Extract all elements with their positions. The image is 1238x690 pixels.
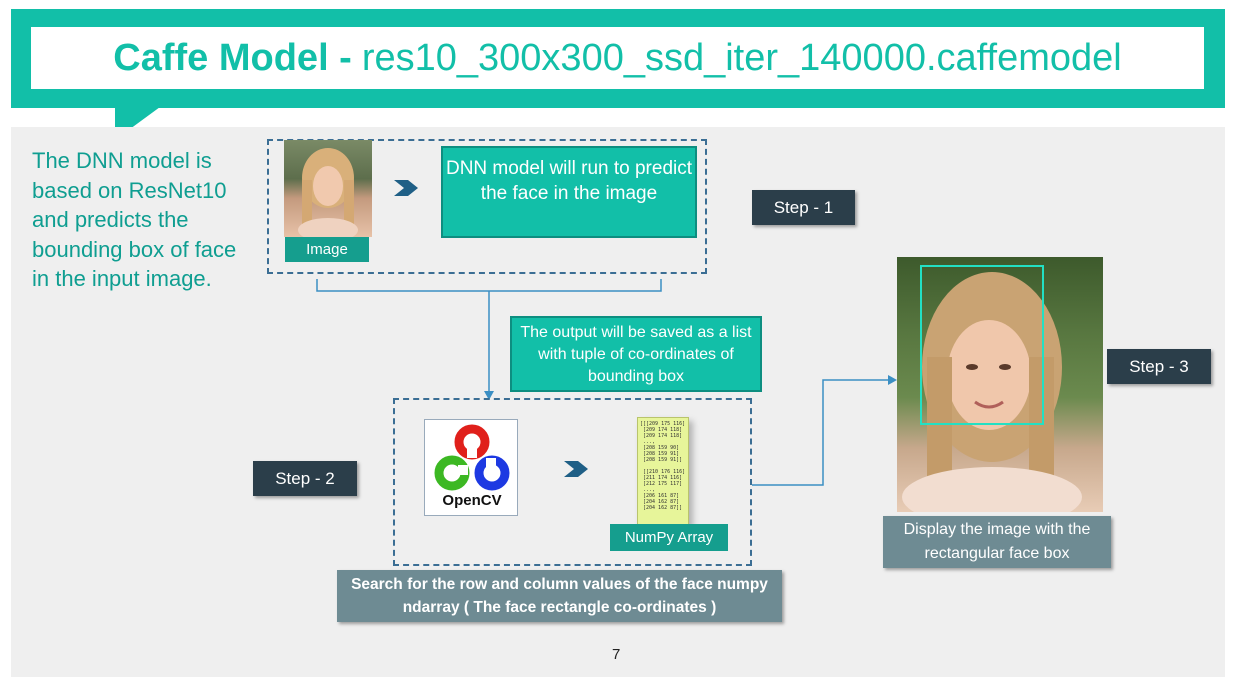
title-model-name: res10_300x300_ssd_iter_140000.caffemodel [361,36,1122,79]
numpy-line: ..., [640,487,656,493]
step1-group [267,139,707,274]
step2-group [393,398,752,566]
display-description-box: Display the image with the rectangular f… [883,516,1111,568]
output-description-box: The output will be saved as a list with … [510,316,762,392]
numpy-line: [208 159 91] [640,451,680,457]
slide-title: Caffe Model - res10_300x300_ssd_iter_140… [31,27,1204,89]
numpy-line: [[[209 175 116] [640,421,686,427]
input-face-image [284,140,372,237]
face-bounding-box [920,265,1044,425]
dnn-run-box: DNN model will run to predict the face i… [441,146,697,238]
opencv-logo: OpenCV [424,419,518,516]
image-label: Image [285,237,369,262]
intro-text: The DNN model is based on ResNet10 and p… [32,148,237,291]
step2-badge: Step - 2 [253,461,357,496]
numpy-line: [208 159 90] [640,445,680,451]
numpy-line: [209 174 118] [640,433,683,439]
numpy-line: [212 175 117] [640,481,683,487]
numpy-line: [204 162 87]] [640,505,683,511]
step1-badge: Step - 1 [752,190,855,225]
numpy-line: [206 161 87] [640,493,680,499]
numpy-line: [208 159 91]] [640,457,683,463]
page-number: 7 [612,646,621,663]
step3-badge: Step - 3 [1107,349,1211,384]
numpy-line: [204 162 87] [640,499,680,505]
numpy-array-image: [[[209 175 116] [209 174 118] [209 174 1… [637,417,689,525]
numpy-line: [211 174 116] [640,475,683,481]
numpy-line: ..., [640,439,656,445]
title-bold: Caffe Model - [113,36,352,79]
opencv-label: OpenCV [442,492,502,509]
numpy-line: [[210 176 116] [640,469,686,475]
search-description-box: Search for the row and column values of … [337,570,782,622]
output-face-image [897,257,1103,512]
numpy-line: [209 174 118] [640,427,683,433]
numpy-array-label: NumPy Array [610,524,728,551]
